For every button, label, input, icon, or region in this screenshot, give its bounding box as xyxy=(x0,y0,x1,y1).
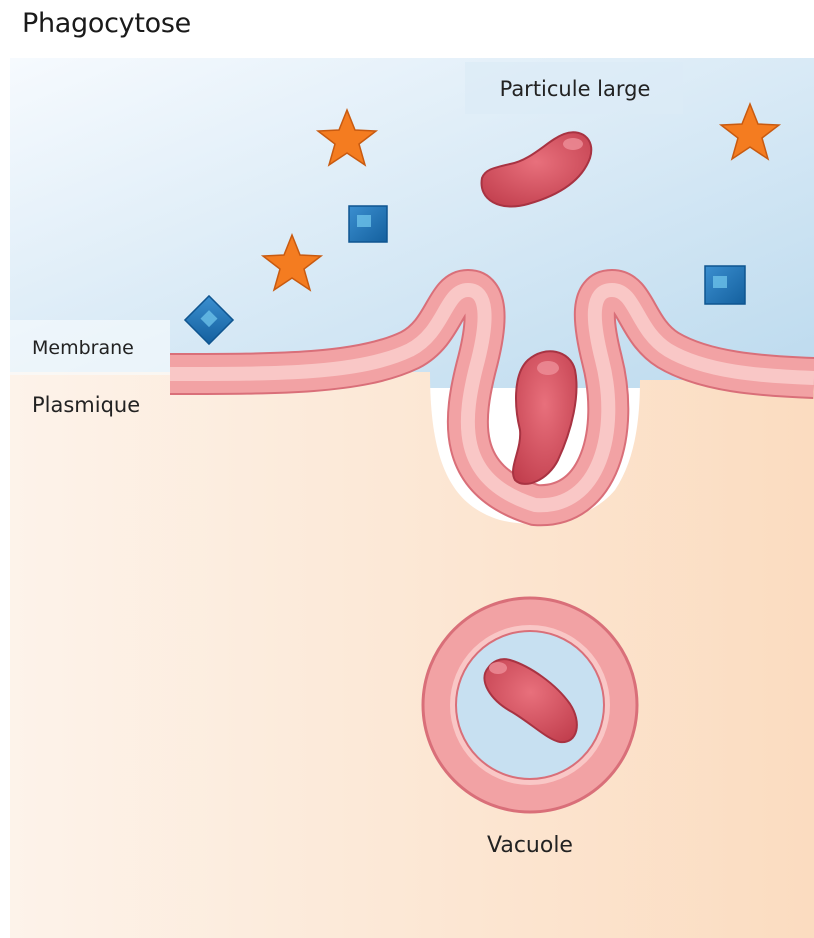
vacuole xyxy=(423,598,637,812)
particle-label: Particule large xyxy=(500,77,651,101)
plasmique-label: Plasmique xyxy=(32,393,140,417)
cytoplasm xyxy=(10,372,814,938)
cube-icon xyxy=(349,206,387,242)
vacuole-label: Vacuole xyxy=(487,833,573,858)
membrane-label: Membrane xyxy=(32,337,134,359)
cube-icon xyxy=(705,266,745,304)
